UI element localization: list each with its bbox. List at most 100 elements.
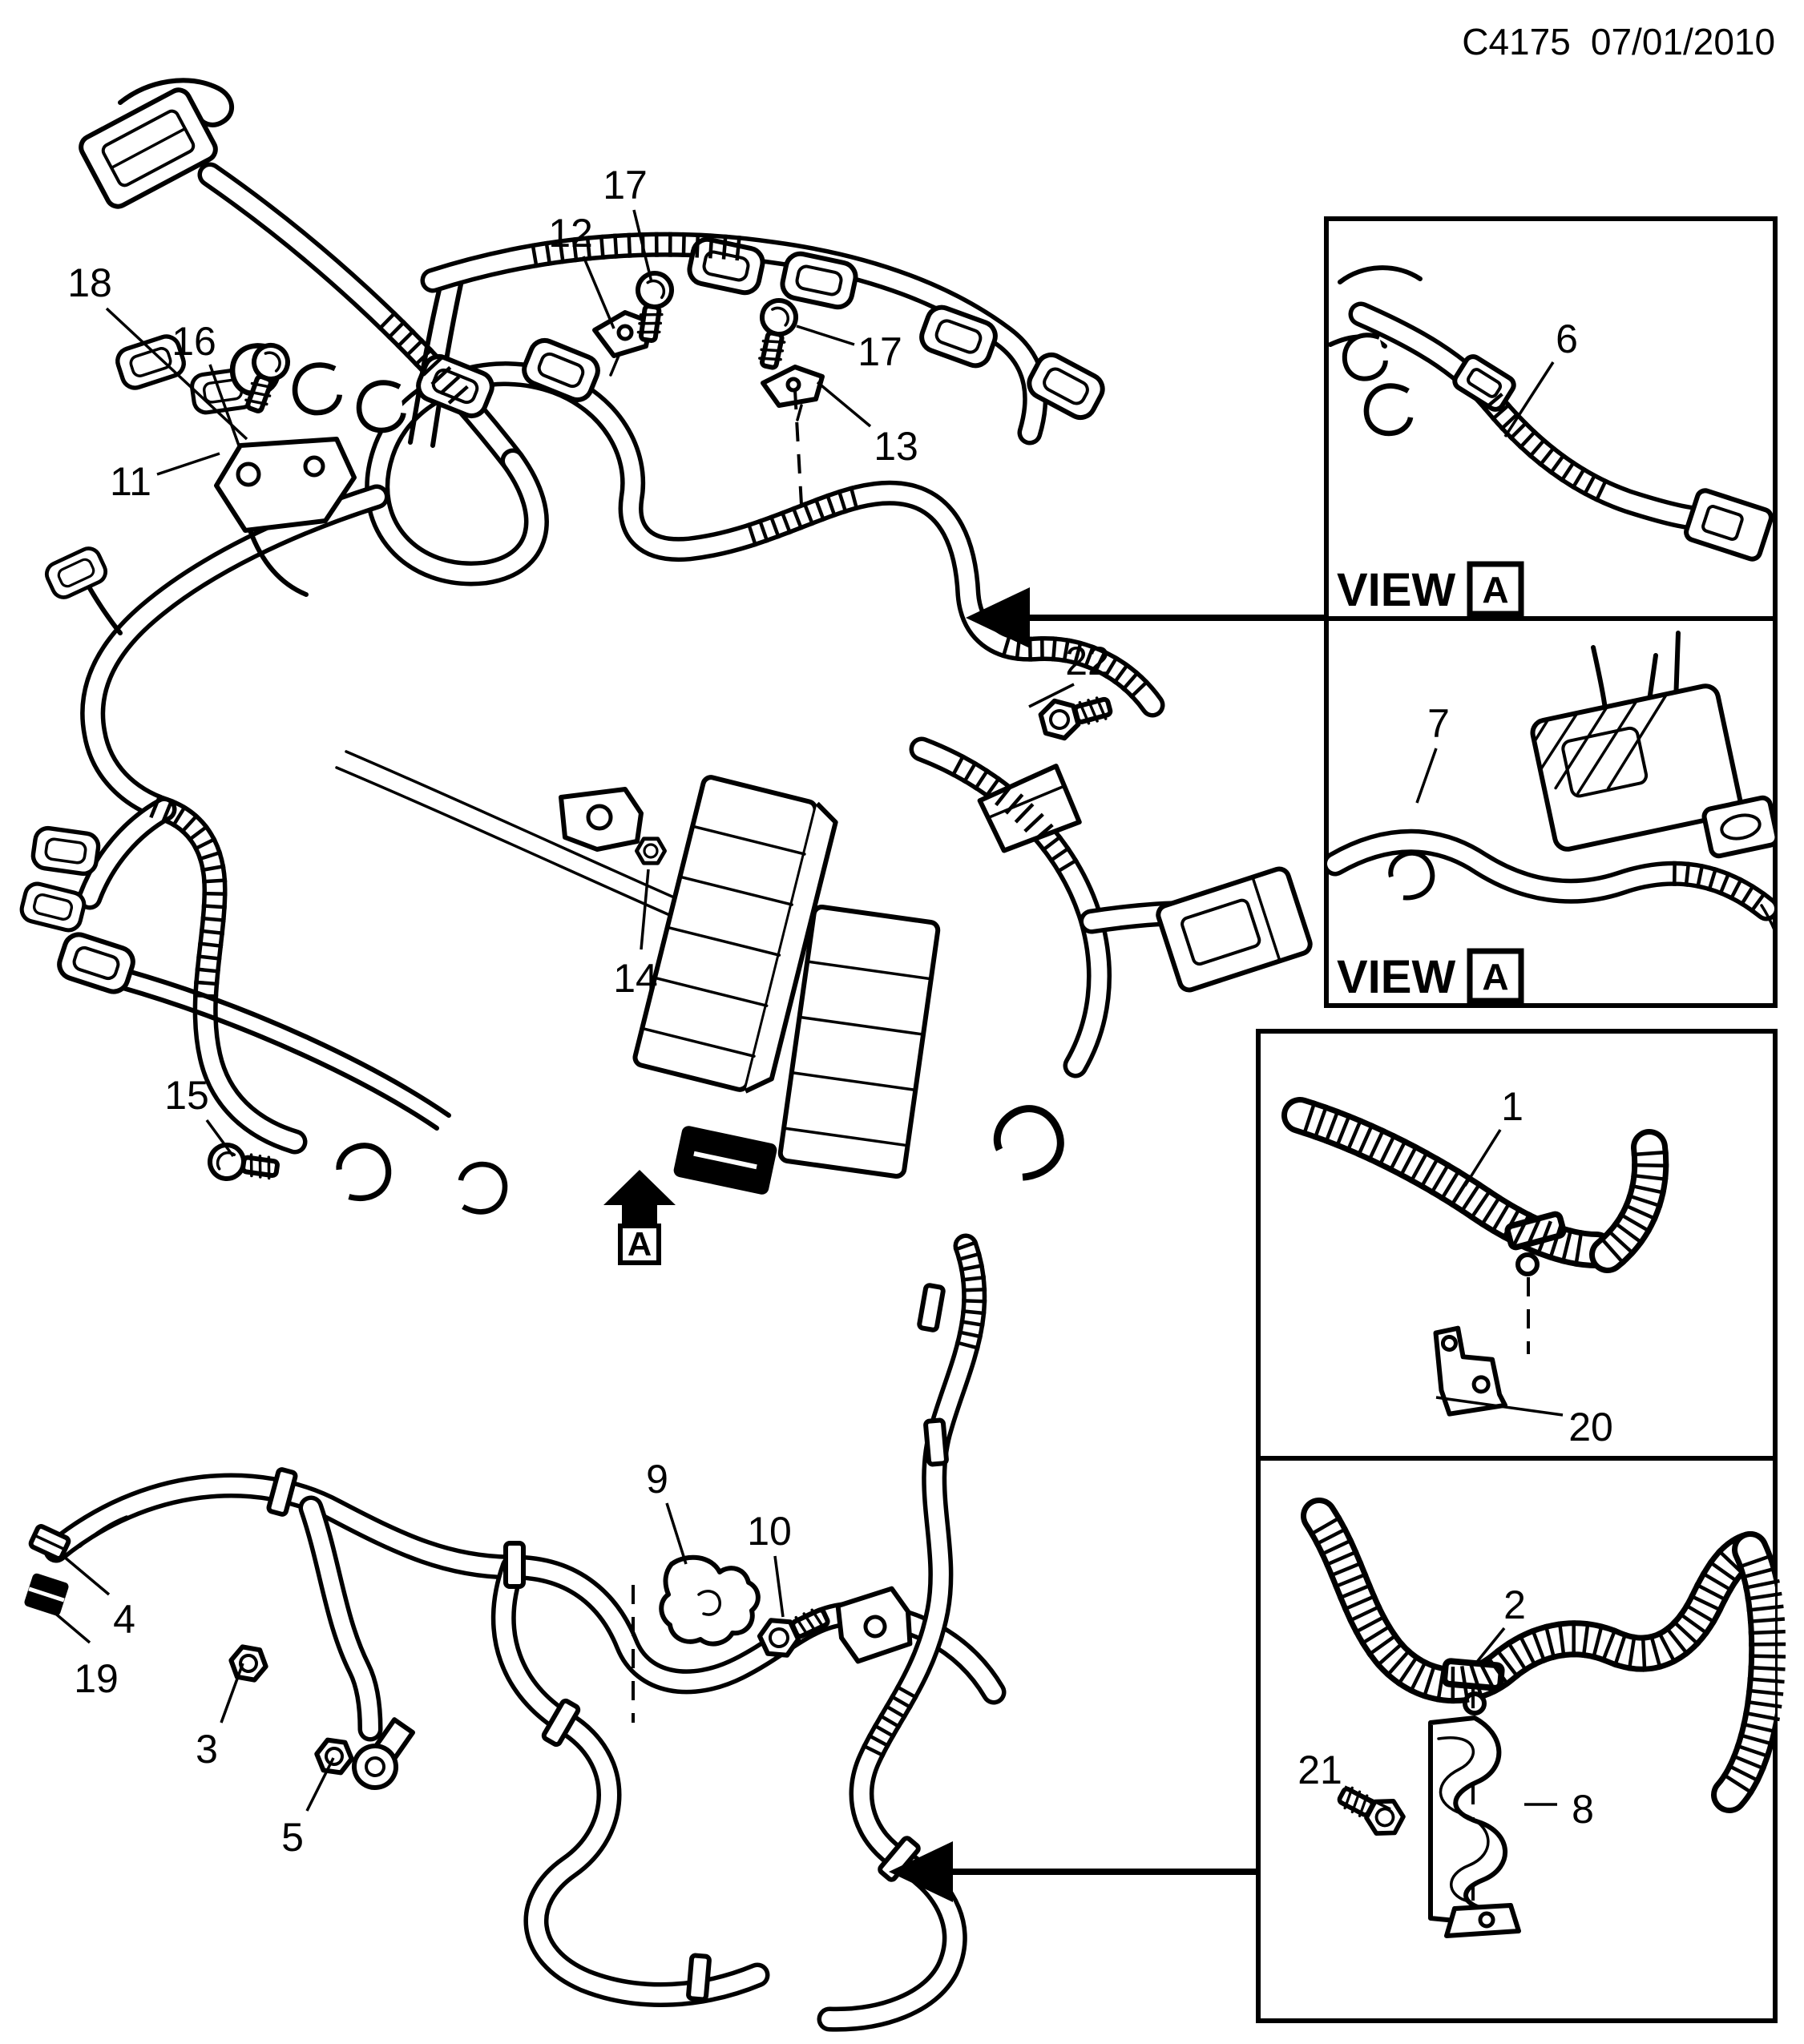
- rib: [780, 510, 793, 535]
- rib: [1429, 1161, 1451, 1195]
- rib: [200, 864, 226, 873]
- rib: [1612, 1631, 1628, 1668]
- rib: [1606, 1228, 1636, 1256]
- ecm-connector-block: [632, 775, 838, 1094]
- rib: [1469, 1663, 1484, 1700]
- rib: [1737, 1554, 1774, 1570]
- rib: [1693, 1582, 1729, 1603]
- callout-18-label: 18: [67, 260, 112, 305]
- grommet-part-9: [659, 1554, 761, 1647]
- callout-22-leader: [1028, 683, 1075, 708]
- rib: [1745, 1699, 1782, 1709]
- view-a-letterbox-2: [1467, 948, 1524, 1004]
- callout-13-label: 13: [874, 424, 918, 469]
- rib: [1537, 445, 1556, 467]
- rib: [200, 916, 226, 923]
- rib: [1581, 1621, 1590, 1659]
- callout-14-leader: [640, 869, 650, 950]
- callout-7-leader: [1415, 748, 1438, 804]
- rib: [1628, 1183, 1666, 1195]
- rib: [1632, 1163, 1669, 1168]
- rib: [1573, 1229, 1584, 1268]
- rib: [1700, 1570, 1734, 1593]
- rib: [1524, 1216, 1543, 1252]
- rib: [894, 1684, 918, 1700]
- rib: [1717, 871, 1731, 896]
- rib: [1459, 1181, 1483, 1215]
- rib: [395, 329, 416, 349]
- rib: [708, 233, 714, 259]
- view-a-letter-2: A: [1482, 956, 1508, 998]
- reference-arrow-head-1: [966, 587, 1030, 648]
- callout-19-leader: [46, 1606, 91, 1644]
- up-arrow-icon: [603, 1170, 676, 1226]
- rib: [1334, 1112, 1352, 1149]
- clip-part-18: [356, 381, 406, 433]
- cable-band: [688, 1955, 710, 2000]
- nut-part-14: [636, 839, 664, 863]
- clip-part-18: [291, 362, 342, 417]
- rib: [1591, 1623, 1604, 1660]
- rib: [558, 239, 565, 264]
- callout-2-leader: [1475, 1627, 1506, 1663]
- rib: [1747, 1617, 1786, 1624]
- hook-clip: [333, 1139, 396, 1203]
- rib: [1570, 466, 1587, 490]
- ring-terminal: [352, 1717, 416, 1790]
- connector: [31, 827, 99, 876]
- cable-band: [918, 1285, 943, 1331]
- rib: [1741, 1722, 1778, 1734]
- rib: [386, 319, 407, 341]
- rib: [959, 1263, 985, 1272]
- rib: [1707, 1559, 1740, 1584]
- rib: [196, 954, 222, 962]
- rib: [1726, 1763, 1762, 1784]
- screw-part-17: [752, 297, 799, 370]
- rib: [1618, 1211, 1653, 1234]
- rib: [1664, 1625, 1690, 1657]
- rib: [1748, 1630, 1786, 1635]
- rib: [1494, 1647, 1520, 1679]
- rib: [866, 1733, 891, 1748]
- rib: [1684, 861, 1691, 887]
- rib: [959, 1319, 985, 1328]
- rib: [585, 236, 592, 261]
- reference-arrow-head-2: [889, 1841, 953, 1902]
- rib: [199, 929, 225, 936]
- callout-18-leader: [105, 307, 248, 441]
- rib: [1657, 1630, 1677, 1665]
- rib: [813, 497, 826, 522]
- clip-part-4: [28, 1524, 71, 1561]
- rib: [1649, 1633, 1663, 1671]
- rib: [1749, 1654, 1786, 1659]
- rib: [413, 347, 434, 368]
- connector: [56, 931, 137, 995]
- rib: [1536, 1220, 1552, 1256]
- rib: [197, 850, 223, 861]
- rib: [1559, 460, 1576, 483]
- rib: [1023, 812, 1044, 833]
- rib: [1366, 1632, 1399, 1658]
- bracket-part-11: [214, 437, 357, 597]
- callout-7-label: 7: [1427, 701, 1450, 746]
- rib: [1014, 803, 1035, 824]
- rib: [1511, 1211, 1532, 1247]
- rib: [1500, 1206, 1522, 1240]
- rib: [447, 385, 469, 405]
- connector: [520, 337, 603, 405]
- callout-20-label: 20: [1568, 1405, 1613, 1449]
- view-a-caption-2: VIEW: [1337, 951, 1455, 1003]
- rib: [1677, 1611, 1710, 1636]
- rib: [544, 240, 552, 266]
- rib: [1730, 1753, 1766, 1772]
- rib: [1530, 1627, 1547, 1664]
- rib: [1323, 1108, 1341, 1145]
- rib: [962, 1298, 987, 1304]
- callout-17-label: 17: [603, 163, 648, 208]
- rib: [1366, 1127, 1386, 1163]
- rib: [1384, 1647, 1412, 1679]
- rib: [1422, 1663, 1437, 1699]
- rib: [1040, 834, 1063, 853]
- rib: [878, 1713, 902, 1729]
